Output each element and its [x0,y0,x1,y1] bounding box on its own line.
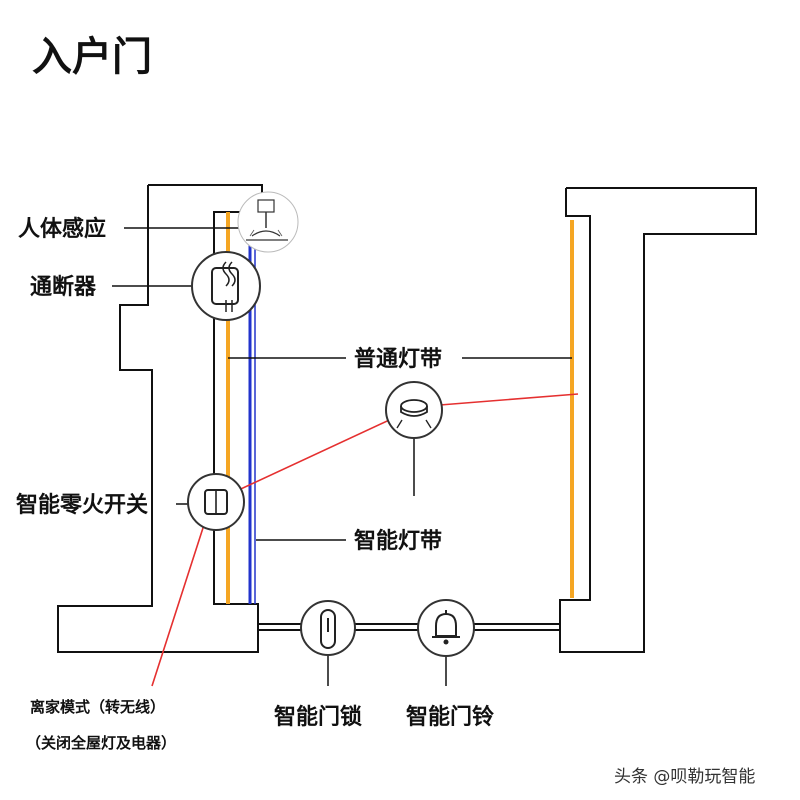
label-normal-strip: 普通灯带 [354,346,442,372]
label-smart-lock: 智能门锁 [274,704,362,730]
wireless-link-away-mode [151,499,213,687]
label-away-mode-2: （关闭全屋灯及电器） [26,734,176,752]
relay-switch-icon [191,251,261,321]
right-wall [559,187,757,653]
page-title: 入户门 [32,34,152,80]
watermark: 头条 @呗勒玩智能 [614,767,755,787]
label-breaker: 通断器 [30,274,97,300]
bell-icon [417,599,475,657]
wall-switch-icon [187,473,245,531]
label-smart-strip: 智能灯带 [354,528,442,554]
label-smart-bell: 智能门铃 [406,704,494,730]
door-lock-icon [300,600,356,656]
label-smart-switch: 智能零火开关 [16,492,148,518]
ceiling-sensor-icon [385,381,443,439]
label-away-mode-1: 离家模式（转无线） [30,698,165,716]
label-body-sensor: 人体感应 [18,216,106,242]
motion-sensor-icon [237,191,299,253]
